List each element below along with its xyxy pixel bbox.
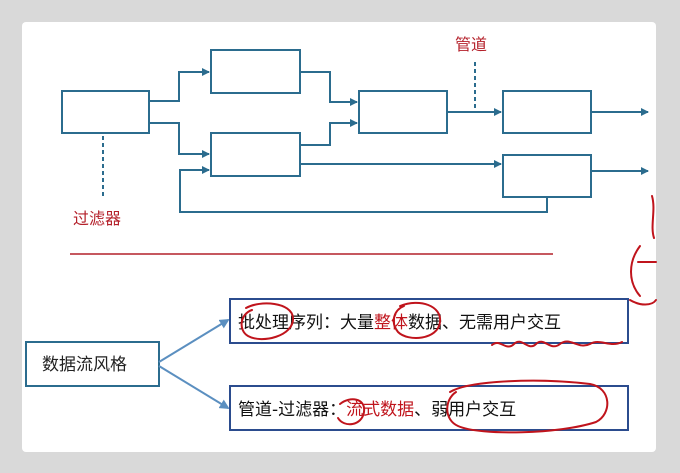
connector-pipe (158, 365, 230, 410)
batch-highlight: 整体 (374, 313, 408, 333)
batch-prefix: 批处理序列：大量 (238, 313, 374, 333)
pipe-suffix: 、弱用户交互 (414, 400, 516, 420)
pipe-highlight: 流式数据 (346, 400, 414, 420)
hand-annotations (240, 195, 657, 434)
pipe-source-lower (149, 122, 210, 158)
wave-no-interaction (491, 340, 623, 348)
pipe-prefix: 管道-过滤器： (238, 400, 346, 420)
batch-suffix: 数据、无需用户交互 (408, 313, 561, 333)
filter-box-source (61, 90, 150, 134)
circle-pipe-filter-colon (337, 398, 366, 426)
pipe-lower-merge (300, 119, 358, 146)
pipe-upper-merge (300, 71, 358, 106)
circle-pi-chu (240, 302, 295, 341)
filter-box-lower (210, 132, 301, 177)
connector-batch (158, 318, 230, 363)
batch-sequence-text: 批处理序列：大量整体数据、无需用户交互 (238, 313, 561, 333)
dataflow-style-box (25, 341, 160, 387)
circle-zheng-ti (392, 301, 442, 339)
pipe-filter-text: 管道-过滤器：流式数据、弱用户交互 (238, 400, 516, 420)
pipeline-label: 管道 (455, 35, 487, 54)
pipe-filter-box (229, 385, 629, 431)
scribble-right-edge (629, 195, 657, 306)
pipe-source-upper (149, 68, 210, 102)
slide-background (22, 22, 656, 452)
pipe-feedback (179, 166, 548, 213)
pipe-filter-diagram (61, 49, 649, 213)
circle-weak-interaction (446, 379, 609, 434)
filter-label: 过滤器 (73, 209, 121, 228)
dataflow-style-label: 数据流风格 (42, 355, 127, 375)
